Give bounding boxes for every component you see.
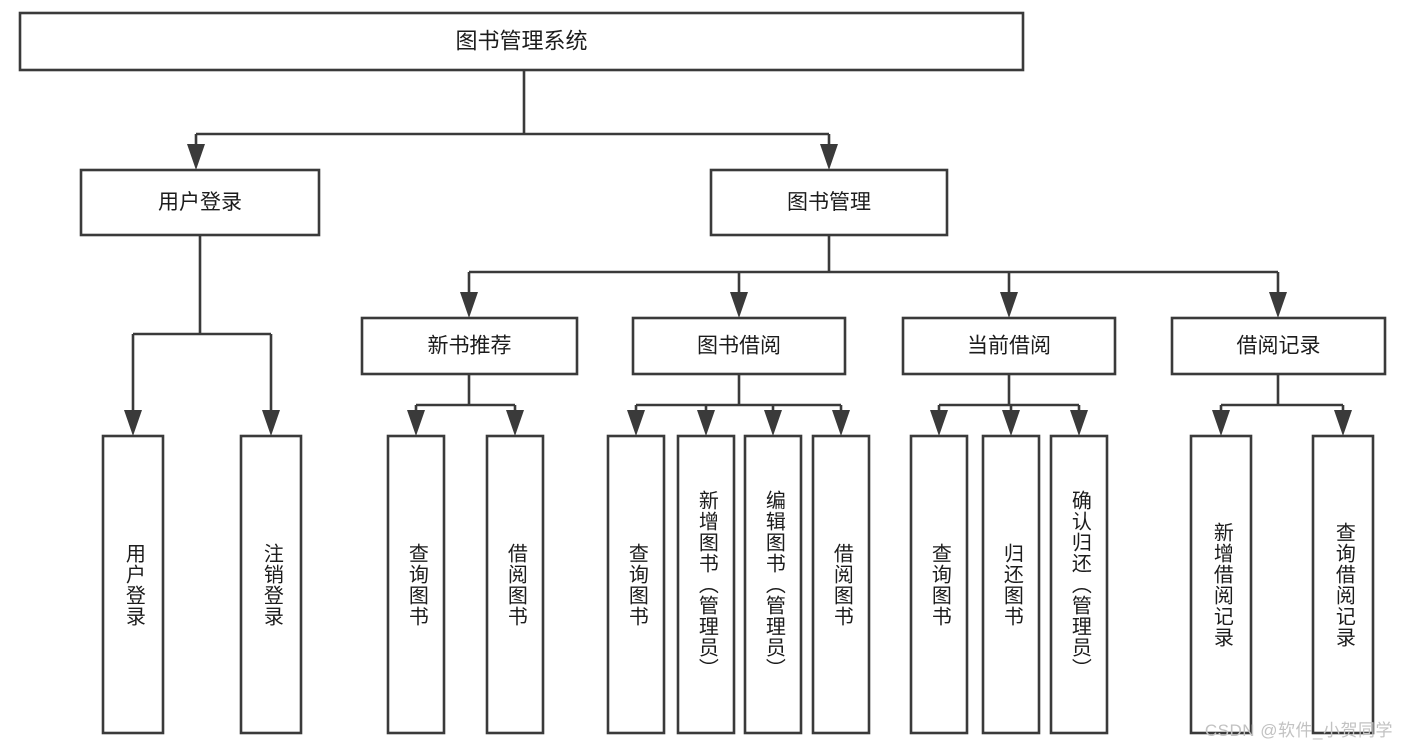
book-manage-fanout-arrow-1 [730, 292, 748, 318]
node-current-borrow-label: 当前借阅 [967, 335, 1051, 358]
node-root[interactable] [18, 11, 1025, 72]
node-leaf-query-book-2[interactable] [606, 434, 666, 735]
node-user-login[interactable] [79, 168, 321, 237]
node-new-book-rec[interactable] [360, 316, 579, 376]
current-borrow-fanout-arrow-2 [1070, 410, 1088, 436]
node-leaf-query-book-1[interactable] [386, 434, 446, 735]
node-leaf-borrow-book-2[interactable] [811, 434, 871, 735]
node-book-borrow[interactable] [631, 316, 847, 376]
node-leaf-user-logout[interactable] [239, 434, 303, 735]
node-leaf-borrow-book-1[interactable] [485, 434, 545, 735]
node-book-manage[interactable] [709, 168, 949, 237]
node-leaf-confirm-return[interactable] [1049, 434, 1109, 735]
book-manage-fanout-arrow-0 [460, 292, 478, 318]
book-borrow-fanout-arrow-1 [697, 410, 715, 436]
new-book-rec-fanout-arrow-0 [407, 410, 425, 436]
user-login-fanout-arrow-0 [124, 410, 142, 436]
node-user-login-label: 用户登录 [158, 191, 242, 214]
node-leaf-add-book[interactable] [676, 434, 736, 735]
watermark-text: CSDN @软件_小贺同学 [1204, 721, 1393, 740]
book-borrow-fanout-arrow-0 [627, 410, 645, 436]
node-current-borrow[interactable] [901, 316, 1117, 376]
new-book-rec-fanout-arrow-1 [506, 410, 524, 436]
node-leaf-edit-book[interactable] [743, 434, 803, 735]
node-box-layer [18, 11, 1387, 735]
node-book-manage-label: 图书管理 [787, 191, 871, 214]
node-leaf-query-record[interactable] [1311, 434, 1375, 735]
book-manage-fanout-arrow-3 [1269, 292, 1287, 318]
node-new-book-rec-label: 新书推荐 [428, 335, 512, 358]
book-manage-fanout-arrow-2 [1000, 292, 1018, 318]
node-book-borrow-label: 图书借阅 [697, 335, 781, 358]
root-fanout-arrow-0 [187, 144, 205, 170]
root-fanout-arrow-1 [820, 144, 838, 170]
node-leaf-user-login[interactable] [101, 434, 165, 735]
connector-layer [124, 70, 1352, 436]
current-borrow-fanout-arrow-0 [930, 410, 948, 436]
node-leaf-add-record[interactable] [1189, 434, 1253, 735]
node-leaf-query-book-3[interactable] [909, 434, 969, 735]
node-borrow-record-label: 借阅记录 [1237, 335, 1321, 358]
borrow-record-fanout-arrow-1 [1334, 410, 1352, 436]
node-borrow-record[interactable] [1170, 316, 1387, 376]
book-borrow-fanout-arrow-3 [832, 410, 850, 436]
book-borrow-fanout-arrow-2 [764, 410, 782, 436]
borrow-record-fanout-arrow-0 [1212, 410, 1230, 436]
node-root-label: 图书管理系统 [455, 28, 587, 53]
current-borrow-fanout-arrow-1 [1002, 410, 1020, 436]
node-leaf-return-book[interactable] [981, 434, 1041, 735]
user-login-fanout-arrow-1 [262, 410, 280, 436]
